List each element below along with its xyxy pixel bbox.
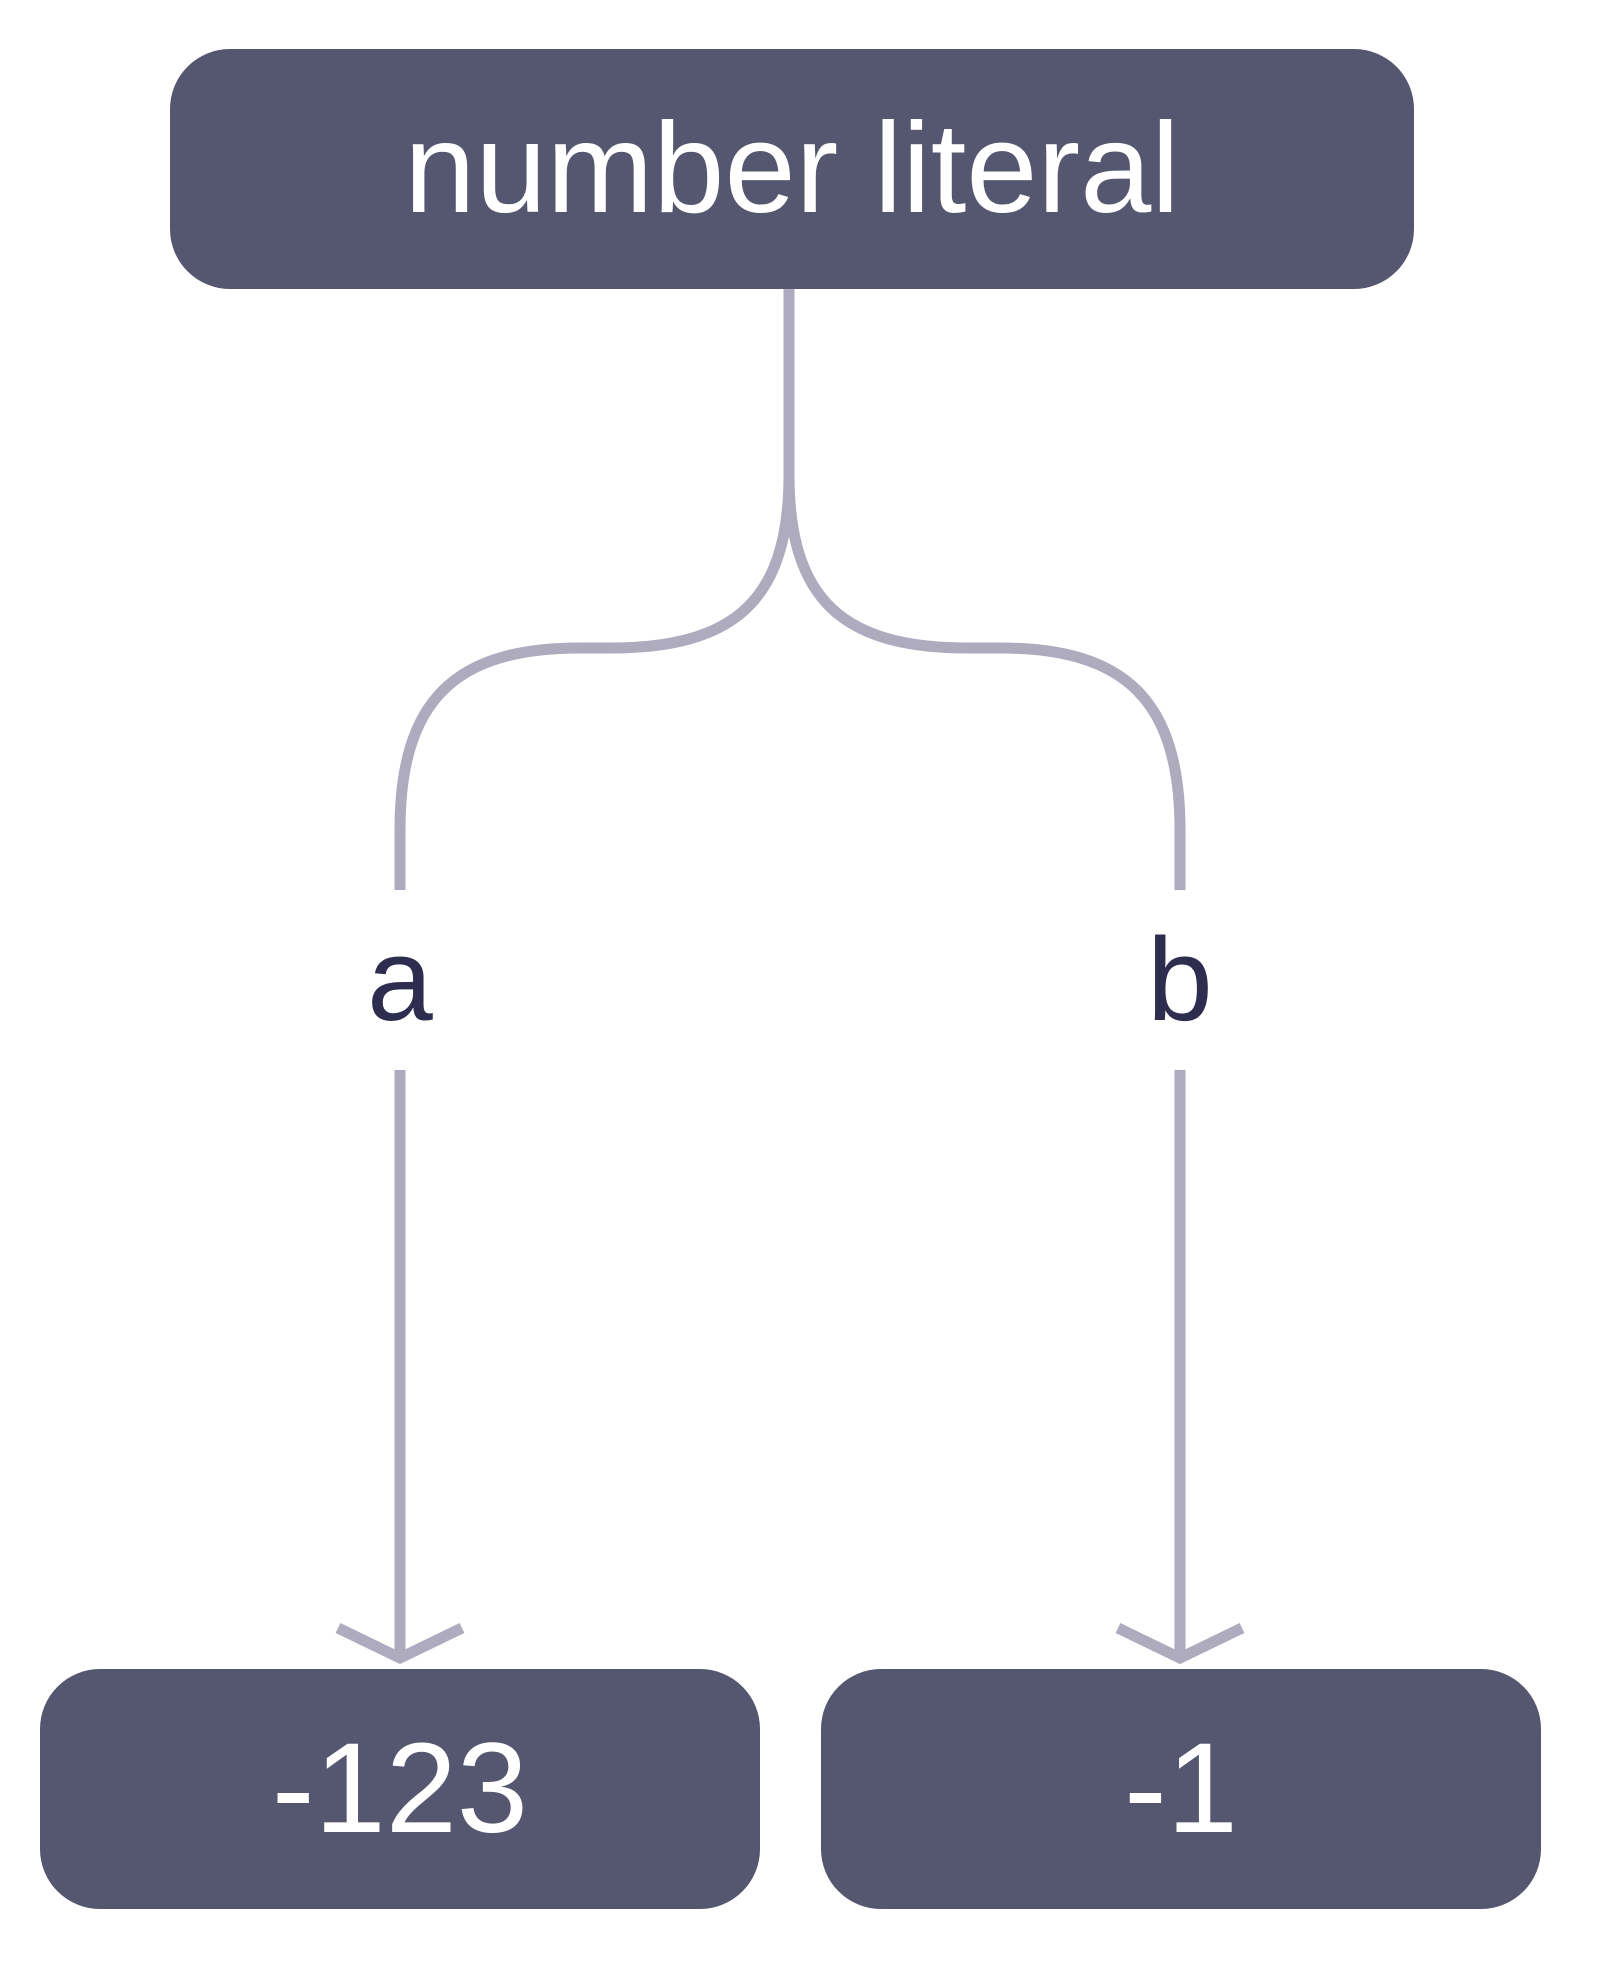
node-number-literal: number literal bbox=[170, 49, 1414, 289]
edge-root-to-b-upper bbox=[783, 474, 1186, 890]
node-minus-123: -123 bbox=[40, 1669, 760, 1909]
edge-label-a: a bbox=[367, 914, 433, 1046]
node-minus-123-label: -123 bbox=[271, 1717, 529, 1860]
edge-root-to-a-upper bbox=[394, 289, 795, 890]
node-minus-1-label: -1 bbox=[1124, 1717, 1238, 1860]
arrowhead-a bbox=[335, 1623, 465, 1665]
edge-label-b: b bbox=[1147, 914, 1213, 1046]
node-minus-1: -1 bbox=[821, 1669, 1541, 1909]
node-number-literal-label: number literal bbox=[404, 97, 1180, 240]
arrowhead-b bbox=[1115, 1623, 1245, 1665]
